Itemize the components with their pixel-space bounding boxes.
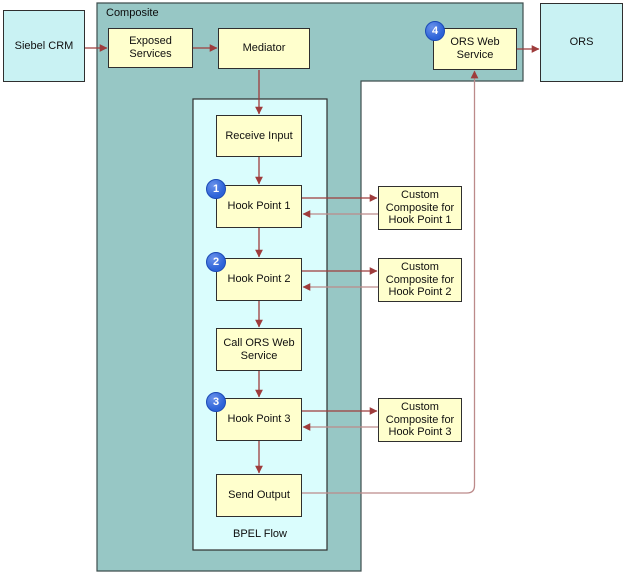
node-hook-point-1: Hook Point 1 <box>216 185 302 228</box>
composite-label: Composite <box>106 7 159 19</box>
step-badge-2: 2 <box>206 252 226 272</box>
node-siebel-crm: Siebel CRM <box>3 10 85 82</box>
node-ors: ORS <box>540 3 623 82</box>
node-hook-point-2: Hook Point 2 <box>216 258 302 301</box>
node-send-output: Send Output <box>216 474 302 517</box>
node-call-ors-web-service: Call ORS Web Service <box>216 328 302 371</box>
node-exposed-services: Exposed Services <box>108 28 193 68</box>
flow-arrows <box>85 44 540 494</box>
step-badge-1: 1 <box>206 179 226 199</box>
node-ors-web-service: ORS Web Service <box>433 28 517 70</box>
node-custom-composite-2: Custom Composite for Hook Point 2 <box>378 258 462 302</box>
arrow-send-to-orsweb <box>302 70 479 494</box>
step-badge-3: 3 <box>206 392 226 412</box>
node-hook-point-3: Hook Point 3 <box>216 398 302 441</box>
node-mediator: Mediator <box>218 28 310 69</box>
bpel-flow-label: BPEL Flow <box>232 528 287 540</box>
node-custom-composite-1: Custom Composite for Hook Point 1 <box>378 186 462 230</box>
step-badge-4: 4 <box>425 21 445 41</box>
node-custom-composite-3: Custom Composite for Hook Point 3 <box>378 398 462 442</box>
node-receive-input: Receive Input <box>216 115 302 157</box>
